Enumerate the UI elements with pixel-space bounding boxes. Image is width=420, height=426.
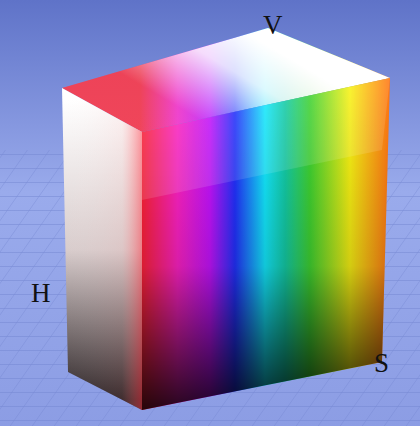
axis-label-v: V (263, 12, 283, 39)
axis-label-s: S (374, 350, 389, 377)
axis-label-h: H (31, 280, 51, 307)
